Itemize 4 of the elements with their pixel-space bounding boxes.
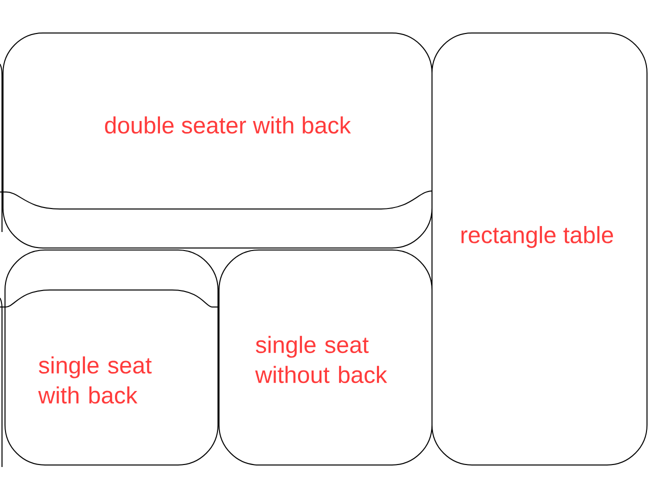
sofa-box: double seater with back [0, 32, 432, 248]
table-box: rectangle table [432, 32, 648, 466]
seat-box: single seat without back [218, 250, 432, 466]
seat-box: single seat with back [0, 250, 218, 466]
